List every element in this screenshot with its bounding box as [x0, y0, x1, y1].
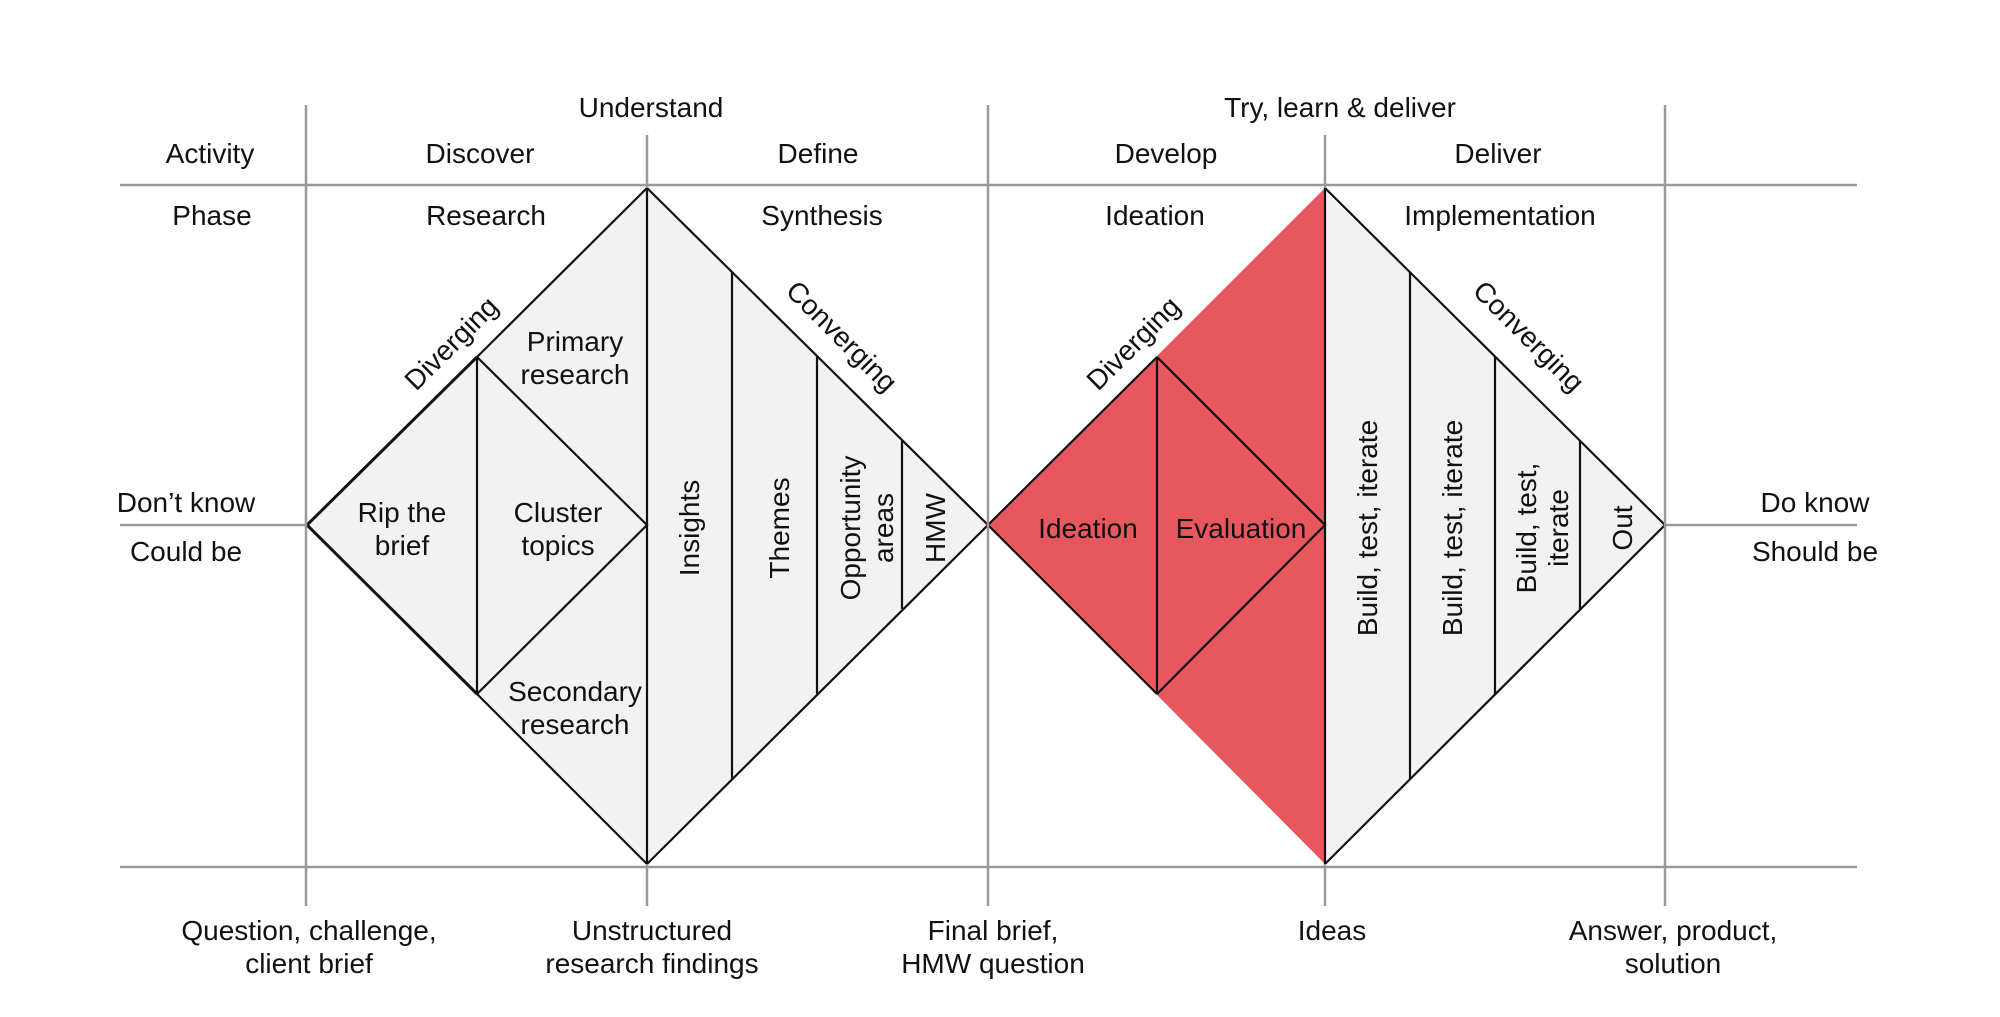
group-label-try-learn-deliver: Try, learn & deliver: [1224, 92, 1456, 123]
group-label-understand: Understand: [579, 92, 724, 123]
side-right-should-be: Should be: [1752, 536, 1878, 567]
secondary-research-line-2: research: [521, 709, 630, 740]
output-2-line-2: research findings: [545, 948, 758, 979]
build-test-iterate-3-line-1: Build, test,: [1511, 463, 1542, 594]
output-3-line-2: HMW question: [901, 948, 1085, 979]
rip-the-brief-line-2: brief: [375, 530, 430, 561]
cluster-topics-line-1: Cluster: [514, 497, 603, 528]
output-2-line-1: Unstructured: [572, 915, 732, 946]
build-test-iterate-1: Build, test, iterate: [1352, 420, 1383, 636]
themes-label: Themes: [764, 477, 795, 578]
insights-label: Insights: [674, 480, 705, 577]
header: Understand Try, learn & deliver Activity…: [166, 92, 1596, 231]
phase-research: Research: [426, 200, 546, 231]
opportunity-areas-line-1: Opportunity: [835, 456, 866, 601]
primary-research-line-1: Primary: [527, 326, 623, 357]
opportunity-areas-line-2: areas: [868, 493, 899, 563]
output-1-line-2: client brief: [245, 948, 373, 979]
diamond-2: [986, 187, 1667, 865]
diamond-1-outer-left-edge: [476, 187, 648, 358]
evaluation-stage-label: Evaluation: [1176, 513, 1307, 544]
side-labels: Don’t know Could be Do know Should be: [117, 487, 1878, 567]
activity-row-label: Activity: [166, 138, 255, 169]
output-5-line-2: solution: [1625, 948, 1722, 979]
grid: [120, 105, 1857, 906]
primary-research-line-2: research: [521, 359, 630, 390]
side-right-do-know: Do know: [1761, 487, 1871, 518]
outputs: Question, challenge, client brief Unstru…: [181, 915, 1777, 979]
output-3-line-1: Final brief,: [928, 915, 1059, 946]
side-left-could-be: Could be: [130, 536, 242, 567]
activity-develop: Develop: [1115, 138, 1218, 169]
hmw-label: HMW: [920, 492, 951, 563]
phase-implementation: Implementation: [1404, 200, 1595, 231]
build-test-iterate-3-line-2: iterate: [1543, 489, 1574, 567]
phase-row-label: Phase: [172, 200, 251, 231]
phase-synthesis: Synthesis: [761, 200, 882, 231]
activity-discover: Discover: [426, 138, 535, 169]
output-4-line-1: Ideas: [1298, 915, 1367, 946]
rip-the-brief-line-1: Rip the: [358, 497, 447, 528]
cluster-topics-line-2: topics: [521, 530, 594, 561]
activity-define: Define: [778, 138, 859, 169]
build-test-iterate-2: Build, test, iterate: [1437, 420, 1468, 636]
ideation-stage-label: Ideation: [1038, 513, 1138, 544]
output-5-line-1: Answer, product,: [1569, 915, 1778, 946]
output-1-line-1: Question, challenge,: [181, 915, 436, 946]
phase-ideation: Ideation: [1105, 200, 1205, 231]
secondary-research-line-1: Secondary: [508, 676, 642, 707]
side-left-dont-know: Don’t know: [117, 487, 256, 518]
out-label: Out: [1607, 505, 1638, 550]
diamond-1-outer-left-edge-lower: [476, 693, 648, 865]
activity-deliver: Deliver: [1454, 138, 1541, 169]
